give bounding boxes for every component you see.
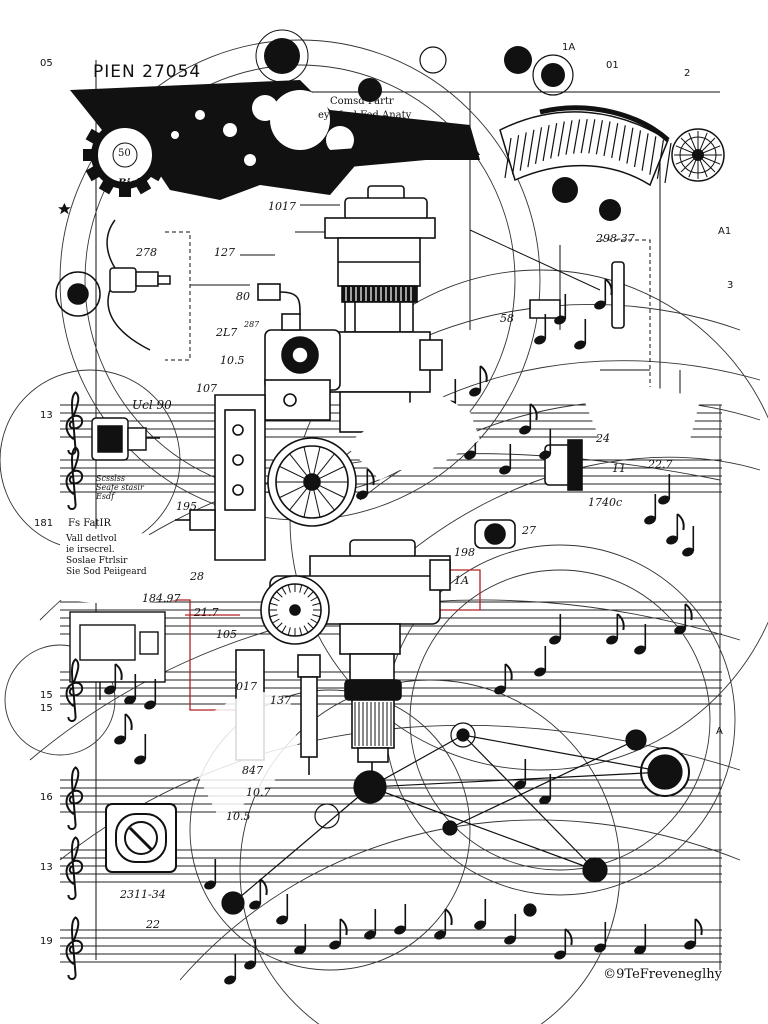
side-note-title: Fs FatIR	[68, 518, 111, 529]
callout: 137	[270, 694, 291, 707]
header-code: PIEN 27054	[93, 62, 202, 82]
header-subtitle-2: ey Marl Fed Anaty	[318, 110, 412, 121]
callout: 2L7	[216, 326, 238, 339]
callout: 07	[316, 176, 330, 189]
edge-label-16: 16	[40, 792, 53, 803]
callout: 10.5	[220, 354, 245, 367]
music-staves	[60, 404, 722, 970]
callout: 22.7	[648, 458, 673, 471]
callout: 21.7	[194, 606, 219, 619]
header-arrow	[330, 140, 480, 168]
callout: 127	[214, 246, 235, 259]
header-subtitle-1: Comsd Partr	[330, 96, 394, 107]
edge-label-a1: A1	[718, 226, 732, 237]
callout: 278	[136, 246, 157, 259]
edge-label-1a: 1A	[562, 42, 576, 53]
edge-label-19: 19	[40, 936, 53, 947]
side-note-block: Vall detlvol ie irsecrel. Soslae Ftrlsir…	[66, 534, 147, 577]
header-ink-block	[70, 29, 621, 221]
edge-label-15: 15	[40, 690, 53, 701]
callout: 195	[176, 500, 197, 513]
credit-line: ©9TeFreveneglhy	[603, 967, 722, 982]
machine-assembly	[175, 185, 625, 790]
edge-label-3: 3	[727, 280, 734, 291]
edge-label-05: 05	[40, 58, 53, 69]
callout: 1A	[454, 574, 469, 587]
callout: 10.7	[246, 786, 271, 799]
callout: 198	[454, 546, 475, 559]
edge-label-a: A	[716, 726, 723, 737]
star-marks	[58, 203, 71, 215]
callout: 58	[500, 312, 514, 325]
callout: 27	[522, 524, 536, 537]
callout: 24	[596, 432, 610, 445]
callout: 017	[236, 680, 257, 693]
ribbed-band	[499, 105, 672, 187]
callout: 287	[244, 320, 260, 329]
edge-label-01: 01	[606, 60, 619, 71]
callout: 10.5	[226, 810, 251, 823]
edge-label-15b: 15	[40, 703, 53, 714]
callout: 28	[190, 570, 204, 583]
callout: Ucl 90	[132, 398, 172, 412]
red-wires	[170, 569, 481, 711]
edge-label-13b: 13	[40, 862, 53, 873]
callout: 298-37	[596, 232, 635, 245]
callout: 1017	[268, 200, 296, 213]
bottom-left-socket	[105, 803, 177, 873]
callout: 1740c	[588, 496, 623, 509]
edge-label-13a: 13	[40, 410, 53, 421]
callout: 2311-34	[120, 888, 166, 901]
callout: 11	[612, 462, 626, 475]
callout: 847	[242, 764, 263, 777]
callout: 22	[146, 918, 160, 931]
gear-label: 50	[118, 148, 131, 159]
treble-clef-icon	[65, 391, 84, 981]
callout: 105	[216, 628, 237, 641]
gear-icon	[83, 113, 167, 197]
small-note-block: Scsslss Seafe stasir Esdf	[96, 474, 144, 501]
left-connector	[55, 219, 171, 351]
callout: 107	[196, 382, 217, 395]
callout: 184.97	[142, 592, 181, 605]
edge-label-2: 2	[684, 68, 691, 79]
fan-wheel-icon	[671, 128, 725, 182]
callout: 80	[236, 290, 250, 303]
network-nodes	[221, 722, 690, 917]
left-schematic	[69, 611, 166, 700]
left-plug	[91, 417, 160, 461]
corner-label: Bieh	[118, 178, 144, 189]
torn-paper-overlay	[60, 384, 700, 820]
edge-label-181: 181	[34, 518, 54, 529]
